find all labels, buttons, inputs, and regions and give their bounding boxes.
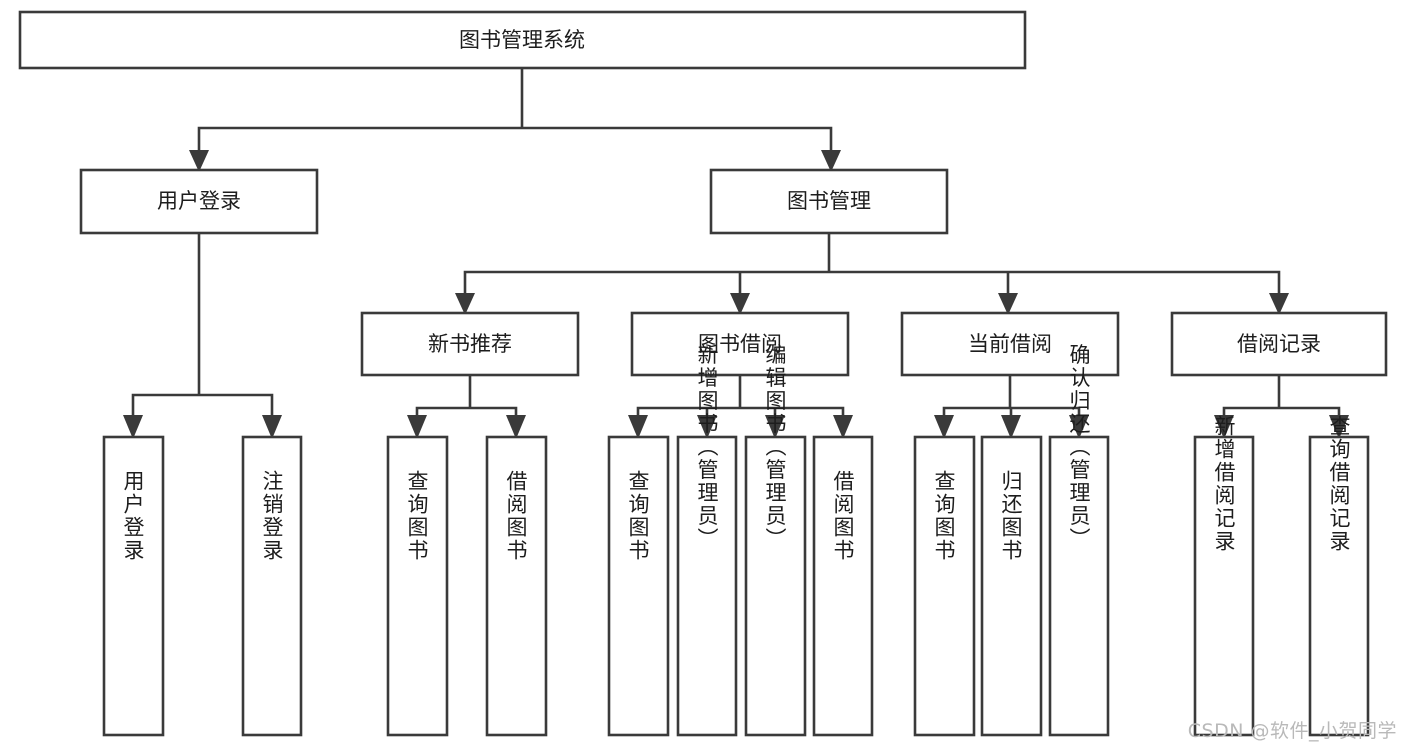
node-leaf-return-book-label: 归还图书	[999, 470, 1023, 562]
arrow-to-leaf-user-login	[123, 415, 143, 439]
arrow-to-leaf-query-book-borrow	[628, 415, 648, 439]
node-root-label: 图书管理系统	[459, 28, 585, 52]
node-leaf-borrow-book[interactable]: 借阅图书	[812, 435, 874, 737]
node-book-borrow[interactable]: 图书借阅	[630, 311, 850, 377]
node-book-borrow-box[interactable]	[630, 311, 850, 377]
arrow-to-user-login	[189, 150, 209, 172]
arrow-to-leaf-return-book	[1001, 415, 1021, 439]
node-leaf-query-book-cur-label: 查询图书	[932, 470, 956, 562]
node-leaf-confirm-return-box[interactable]	[1048, 435, 1110, 737]
node-root-box[interactable]	[18, 10, 1027, 70]
node-root[interactable]: 图书管理系统	[18, 10, 1027, 70]
node-leaf-query-record[interactable]: 查询借阅记录	[1308, 415, 1370, 737]
node-leaf-user-login-box[interactable]	[102, 435, 165, 737]
edge-newbook-to-leaf-bus	[415, 373, 518, 421]
node-leaf-query-book-borrow-box[interactable]	[607, 435, 670, 737]
node-leaf-borrow-book-rec[interactable]: 借阅图书	[485, 435, 548, 737]
node-leaf-borrow-book-rec-label: 借阅图书	[504, 470, 528, 562]
node-leaf-borrow-book-box[interactable]	[812, 435, 874, 737]
connector-layer	[131, 66, 1341, 421]
arrow-to-borrow-record	[1269, 293, 1289, 315]
node-leaf-user-logout-label: 注销登录	[260, 470, 284, 562]
node-leaf-user-logout[interactable]: 注销登录	[241, 435, 303, 737]
node-leaf-user-login-label: 用户登录	[121, 470, 145, 562]
node-borrow-record-box[interactable]	[1170, 311, 1388, 377]
node-new-book-rec-label: 新书推荐	[428, 332, 512, 356]
node-leaf-add-record-box[interactable]	[1193, 435, 1255, 737]
arrow-to-leaf-edit-book	[765, 415, 785, 439]
node-user-login-box[interactable]	[79, 168, 319, 235]
node-leaf-edit-book-label: 编辑图书（管理员）	[763, 344, 787, 551]
edge-userlogin-to-leaf-bus	[131, 231, 274, 421]
node-leaf-borrow-book-label: 借阅图书	[831, 470, 855, 562]
arrow-to-leaf-user-logout	[262, 415, 282, 439]
node-book-manage-label: 图书管理	[787, 189, 871, 213]
node-new-book-rec-box[interactable]	[360, 311, 580, 377]
arrow-to-leaf-query-record	[1329, 415, 1349, 439]
arrow-to-book-borrow	[730, 293, 750, 315]
arrow-to-leaf-borrow-book	[833, 415, 853, 439]
node-borrow-record-label: 借阅记录	[1237, 332, 1321, 356]
node-leaf-add-book-label: 新增图书（管理员）	[695, 344, 719, 551]
edge-bookborrow-to-leaf-bus	[636, 373, 845, 421]
node-user-login[interactable]: 用户登录	[79, 168, 319, 235]
node-current-borrow-label: 当前借阅	[968, 332, 1052, 356]
node-book-borrow-label: 图书借阅	[698, 332, 782, 356]
node-leaf-add-record[interactable]: 新增借阅记录	[1193, 415, 1255, 737]
arrow-to-leaf-add-book	[697, 415, 717, 439]
node-leaf-query-book-rec[interactable]: 查询图书	[386, 435, 449, 737]
node-current-borrow-box[interactable]	[900, 311, 1120, 377]
csdn-watermark: CSDN @软件_小贺同学	[1187, 720, 1397, 742]
node-book-manage[interactable]: 图书管理	[709, 168, 949, 235]
node-leaf-confirm-return[interactable]: 确认归还（管理员）	[1048, 344, 1110, 737]
node-leaf-query-book-borrow-label: 查询图书	[626, 470, 650, 562]
node-leaf-query-book-cur[interactable]: 查询图书	[913, 435, 976, 737]
edge-root-to-level1-bus	[197, 66, 833, 154]
node-leaf-edit-book[interactable]: 编辑图书（管理员）	[744, 344, 807, 737]
node-leaf-query-record-box[interactable]	[1308, 435, 1370, 737]
arrow-to-leaf-add-record	[1214, 415, 1234, 439]
node-leaf-add-record-label: 新增借阅记录	[1212, 415, 1236, 553]
node-borrow-record[interactable]: 借阅记录	[1170, 311, 1388, 377]
node-leaf-query-record-label: 查询借阅记录	[1327, 415, 1351, 553]
node-leaf-confirm-return-label: 确认归还（管理员）	[1067, 344, 1091, 551]
edge-borrowrecord-to-leaf-bus	[1222, 373, 1341, 421]
node-current-borrow[interactable]: 当前借阅	[900, 311, 1120, 377]
node-leaf-add-book[interactable]: 新增图书（管理员）	[676, 344, 738, 737]
node-leaf-query-book-rec-label: 查询图书	[405, 470, 429, 562]
arrow-to-leaf-query-book-rec	[407, 415, 427, 439]
node-leaf-borrow-book-rec-box[interactable]	[485, 435, 548, 737]
node-leaf-user-login[interactable]: 用户登录	[102, 435, 165, 737]
arrow-to-leaf-borrow-book-rec	[506, 415, 526, 439]
arrow-to-new-book-rec	[455, 293, 475, 315]
edge-currentborrow-to-leaf-bus	[942, 373, 1081, 421]
node-book-manage-box[interactable]	[709, 168, 949, 235]
node-leaf-query-book-rec-box[interactable]	[386, 435, 449, 737]
node-leaf-edit-book-box[interactable]	[744, 435, 807, 737]
arrow-to-current-borrow	[998, 293, 1018, 315]
node-leaf-user-logout-box[interactable]	[241, 435, 303, 737]
node-leaf-add-book-box[interactable]	[676, 435, 738, 737]
node-new-book-rec[interactable]: 新书推荐	[360, 311, 580, 377]
arrow-to-leaf-query-book-cur	[934, 415, 954, 439]
node-leaf-return-book[interactable]: 归还图书	[980, 435, 1043, 737]
node-leaf-query-book-cur-box[interactable]	[913, 435, 976, 737]
node-leaf-query-book-borrow[interactable]: 查询图书	[607, 435, 670, 737]
node-leaf-return-book-box[interactable]	[980, 435, 1043, 737]
arrow-to-leaf-confirm-return	[1069, 415, 1089, 439]
edge-bookmanage-to-level2-bus	[463, 231, 1281, 297]
arrowhead-layer	[123, 150, 1349, 439]
node-user-login-label: 用户登录	[157, 189, 241, 213]
arrow-to-book-manage	[821, 150, 841, 172]
